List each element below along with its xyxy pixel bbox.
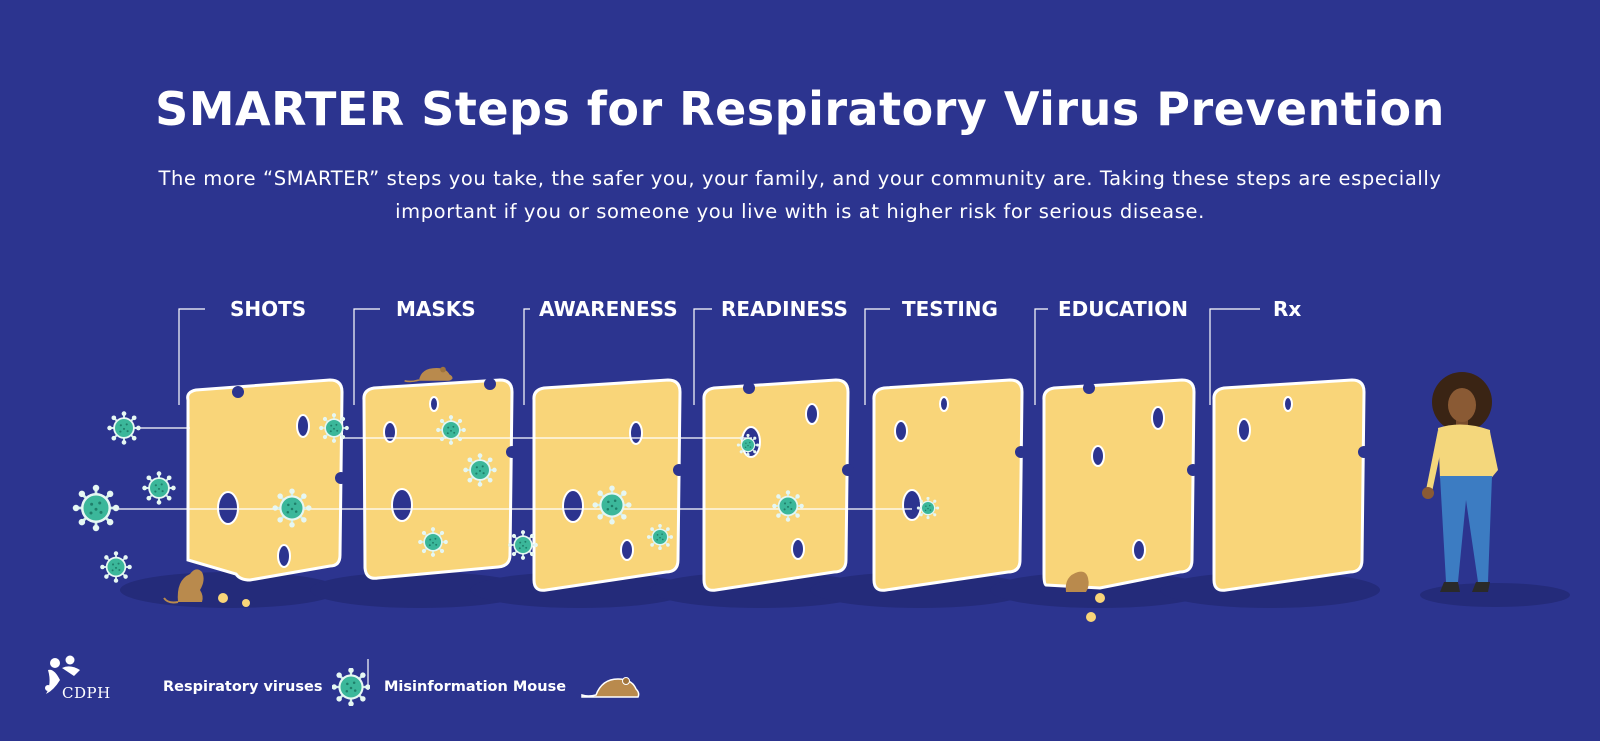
cheese-slice-education xyxy=(1042,378,1199,590)
step-label-shots: SHOTS xyxy=(230,297,306,321)
step-label-testing: TESTING xyxy=(902,297,998,321)
mouse-icon xyxy=(581,677,640,698)
cheese-slice-awareness xyxy=(532,378,685,592)
virus-icon xyxy=(916,496,940,520)
cheese-slice-testing xyxy=(872,378,1027,592)
cheese-slice-readiness xyxy=(702,378,854,592)
virus-icon xyxy=(507,529,539,561)
mouse-icon xyxy=(1065,571,1089,592)
step-label-awareness: AWARENESS xyxy=(539,297,678,321)
legend-viruses-label: Respiratory viruses xyxy=(163,679,323,695)
step-label-rx: Rx xyxy=(1273,297,1301,321)
virus-icon xyxy=(99,550,133,584)
legend-mouse: Misinformation Mouse xyxy=(384,662,642,712)
virus-icon xyxy=(71,483,121,533)
virus-icon xyxy=(417,526,449,558)
page-subtitle: The more “SMARTER” steps you take, the s… xyxy=(158,167,1442,223)
virus-icon xyxy=(771,489,805,523)
mouse-icon xyxy=(403,365,454,383)
legend-viruses: Respiratory viruses xyxy=(163,662,371,712)
legend-mouse-label: Misinformation Mouse xyxy=(384,679,567,695)
label-brackets xyxy=(178,308,1260,405)
step-label-masks: MASKS xyxy=(396,297,476,321)
virus-icon xyxy=(141,470,177,506)
cheese-slice-masks xyxy=(362,378,518,580)
misinformation-mice xyxy=(163,365,1105,622)
virus-icon xyxy=(271,487,313,529)
cdph-logo xyxy=(45,655,80,694)
virus-icon xyxy=(435,414,467,446)
virus-icon xyxy=(318,412,350,444)
page-title: SMARTER Steps for Respiratory Virus Prev… xyxy=(155,82,1445,136)
shadows xyxy=(120,572,1570,608)
cheese-slice-rx xyxy=(1212,378,1370,592)
virus-icon xyxy=(736,433,760,457)
mouse-icon xyxy=(163,569,204,604)
person-figure xyxy=(1422,372,1498,592)
step-label-education: EDUCATION xyxy=(1058,297,1188,321)
virus-icon xyxy=(591,484,633,526)
cdph-logo-text: CDPH xyxy=(62,684,111,702)
virus-icon xyxy=(106,410,142,446)
virus-icon xyxy=(462,452,498,488)
cheese-slice-shots xyxy=(186,378,347,582)
virus-icon xyxy=(332,668,371,706)
virus-icon xyxy=(646,523,674,551)
step-label-readiness: READINESS xyxy=(721,297,848,321)
